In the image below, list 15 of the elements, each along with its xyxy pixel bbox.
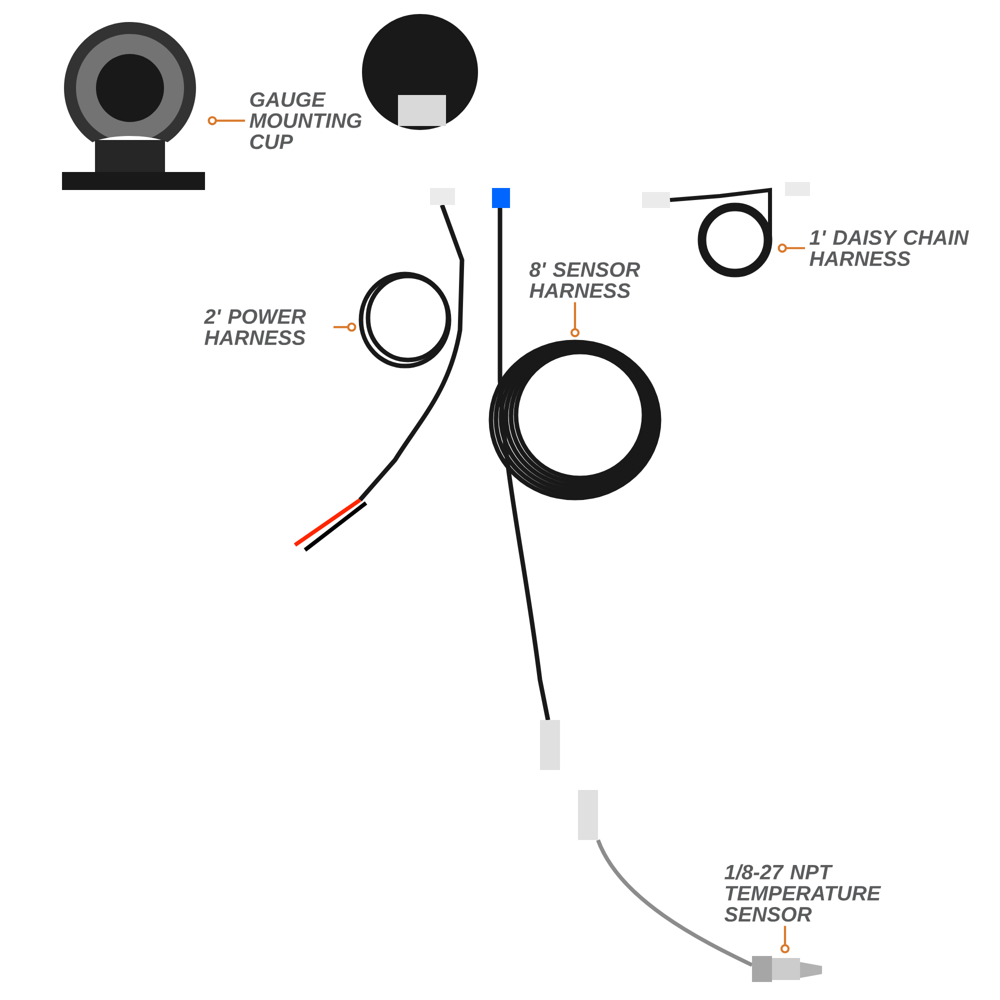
sensor-harness-drawing (488, 340, 662, 500)
power-harness-drawing (358, 272, 452, 368)
callout-label: 2' POWER HARNESS (204, 309, 306, 346)
leader-line (570, 302, 580, 338)
leader-line (780, 926, 790, 954)
callout-label: 8' SENSOR HARNESS (530, 262, 640, 298)
mounting-cup-drawing (62, 22, 205, 190)
leader-line (778, 244, 805, 253)
temperature-sensor-drawing (752, 956, 822, 982)
daisy-chain-harness-drawing (698, 202, 772, 278)
leader-line (334, 322, 356, 332)
callout-label: 1' DAISY CHAIN HARNESS (810, 230, 969, 266)
leader-line (208, 116, 245, 126)
callout-label: GAUGE MOUNTING CUP (250, 92, 362, 150)
callout-label: 1/8-27 NPT TEMPERATURE SENSOR (724, 864, 882, 922)
